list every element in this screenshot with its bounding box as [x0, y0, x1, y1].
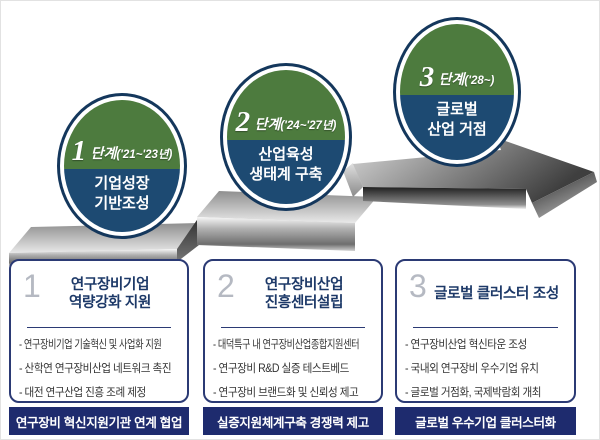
- stage-box-1-number: 1: [23, 268, 41, 304]
- bullet-item: 글로벌 거점화, 국제박람회 개최: [405, 384, 559, 400]
- stage-box-1-footer: 연구장비 혁신지원기관 연계 협업: [9, 407, 189, 435]
- stage-box-2-header: 2 연구장비산업 진흥센터설립: [205, 261, 381, 320]
- stage-2-label: 산업육성 생태계 구축: [249, 145, 323, 183]
- bullet-item: 국내외 연구장비 우수기업 유치: [405, 360, 559, 376]
- divider: [27, 327, 171, 328]
- stage-badge-1-top: 1 단계('21~'23년): [64, 100, 180, 169]
- stage-box-3-footer: 글로벌 우수기업 클러스터화: [395, 407, 576, 435]
- stage-box-2-number: 2: [217, 268, 235, 304]
- stage-badge-1-bottom: 기업성장 기반조성: [64, 168, 180, 232]
- bullet-item: 대전 연구산업 진흥 조례 제정: [19, 384, 172, 400]
- stage-column-2: 2 연구장비산업 진흥센터설립 대덕특구 내 연구장비산업종합지원센터 연구장비…: [203, 259, 383, 435]
- arrow-top: [353, 138, 594, 203]
- stage-badge-2-bottom: 산업육성 생태계 구축: [227, 139, 345, 204]
- stage-badge-2-ring: 2 단계('24~'27년) 산업육성 생태계 구축: [223, 66, 349, 208]
- stage-box-1: 1 연구장비기업 역량강화 지원 연구장비기업 기술혁신 및 사업화 지원 산학…: [9, 259, 189, 403]
- step-2-front: [197, 217, 355, 251]
- stage-badge-3-ring: 3 단계('28~) 글로벌 산업 거점: [396, 20, 518, 164]
- bullet-item: 연구장비기업 기술혁신 및 사업화 지원: [19, 336, 162, 352]
- stage-box-3: 3 글로벌 클러스터 조성 연구장비산업 혁신타운 조성 국내외 연구장비 우수…: [395, 259, 576, 403]
- divider: [221, 327, 365, 328]
- stage-1-label: 기업성장 기반조성: [94, 174, 150, 212]
- stage-badge-2: 2 단계('24~'27년) 산업육성 생태계 구축: [220, 63, 352, 211]
- stage-box-3-header: 3 글로벌 클러스터 조성: [397, 261, 574, 320]
- stage-badge-1: 1 단계('21~'23년) 기업성장 기반조성: [57, 93, 187, 239]
- bullet-item: 연구장비 R&D 실증 테스트베드: [213, 360, 366, 376]
- stage-box-2-title: 연구장비산업 진흥센터설립: [264, 276, 344, 311]
- stage-box-1-bullets: 연구장비기업 기술혁신 및 사업화 지원 산학연 연구장비산업 네트워크 촉진 …: [11, 336, 187, 400]
- stage-2-period: 2 단계('24~'27년): [235, 105, 337, 138]
- stage-3-number: 3: [419, 60, 435, 93]
- stage-box-2: 2 연구장비산업 진흥센터설립 대덕특구 내 연구장비산업종합지원센터 연구장비…: [203, 259, 383, 403]
- stage-box-3-bullets: 연구장비산업 혁신타운 조성 국내외 연구장비 우수기업 유치 글로벌 거점화,…: [397, 336, 574, 400]
- stage-box-1-header: 1 연구장비기업 역량강화 지원: [11, 261, 187, 320]
- bullet-item: 연구장비 브랜드화 및 신뢰성 제고: [213, 384, 366, 400]
- stage-box-3-title: 글로벌 클러스터 조성: [434, 285, 559, 302]
- bullet-item: 대덕특구 내 연구장비산업종합지원센터: [213, 336, 360, 352]
- stage-3-label: 글로벌 산업 거점: [427, 100, 487, 138]
- stage-box-2-bullets: 대덕특구 내 연구장비산업종합지원센터 연구장비 R&D 실증 테스트베드 연구…: [205, 336, 381, 400]
- stage-badge-2-top: 2 단계('24~'27년): [227, 70, 345, 140]
- bullet-item: 산학연 연구장비산업 네트워크 촉진: [19, 360, 172, 376]
- stage-badge-1-ring: 1 단계('21~'23년) 기업성장 기반조성: [60, 96, 184, 236]
- arrow-head-underside: [532, 172, 597, 218]
- stage-badge-3-top: 3 단계('28~): [400, 24, 514, 95]
- stage-badge-3: 3 단계('28~) 글로벌 산업 거점: [393, 17, 521, 167]
- stage-box-1-title: 연구장비기업 역량강화 지원: [69, 276, 151, 311]
- bullet-item: 연구장비산업 혁신타운 조성: [405, 336, 559, 352]
- stage-1-number: 1: [71, 134, 87, 167]
- stage-box-3-number: 3: [409, 268, 427, 304]
- step-2-side: [177, 217, 199, 262]
- stage-2-number: 2: [235, 105, 251, 138]
- stage-3-period: 3 단계('28~): [419, 60, 495, 93]
- stage-box-2-footer: 실증지원체계구축 경쟁력 제고: [203, 407, 383, 435]
- stage-1-period: 1 단계('21~'23년): [71, 134, 173, 167]
- stage-column-3: 3 글로벌 클러스터 조성 연구장비산업 혁신타운 조성 국내외 연구장비 우수…: [395, 259, 576, 435]
- divider: [413, 327, 558, 328]
- arrow-stem-underside: [363, 187, 526, 209]
- arrow-left-cap: [343, 163, 363, 197]
- stage-badge-3-bottom: 글로벌 산업 거점: [400, 94, 514, 160]
- stage-column-1: 1 연구장비기업 역량강화 지원 연구장비기업 기술혁신 및 사업화 지원 산학…: [9, 259, 189, 435]
